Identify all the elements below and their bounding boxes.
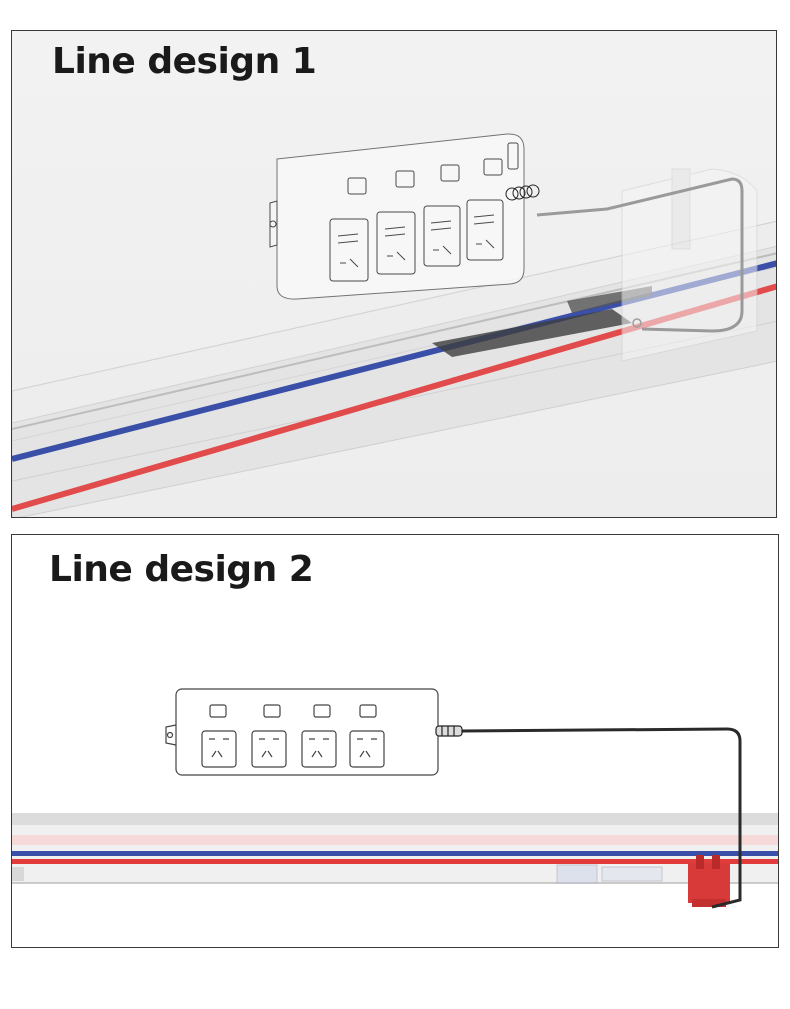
line-design-2-panel: Line design 2 [11, 534, 779, 948]
line-design-1-panel: Line design 1 [11, 30, 777, 518]
power-strip-icon [165, 688, 463, 776]
panel-title-1: Line design 1 [52, 41, 317, 82]
rail-track-icon [12, 813, 778, 884]
power-strip-icon [269, 133, 540, 300]
rail-connector-icon [556, 864, 663, 884]
power-cable [536, 177, 744, 333]
live-wire [12, 859, 778, 864]
panel-title-2: Line design 2 [49, 549, 314, 590]
rail-scene-2 [12, 688, 778, 909]
power-cable [461, 727, 742, 909]
wall-mount-bracket-icon [621, 168, 758, 362]
rail-scene-1 [12, 133, 776, 517]
wire-clamp-icon [688, 855, 730, 907]
cable-plug-icon [435, 725, 463, 737]
neutral-wire [12, 851, 778, 856]
